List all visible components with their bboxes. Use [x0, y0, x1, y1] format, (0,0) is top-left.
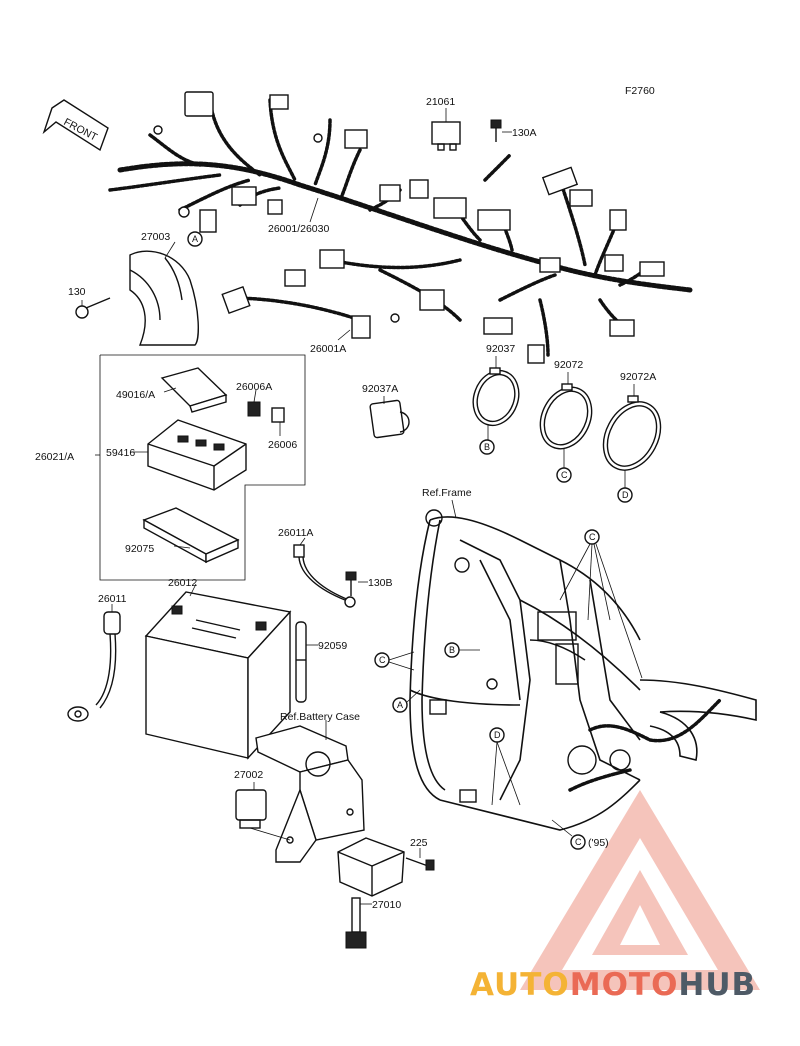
label-130B: 130B: [368, 577, 393, 589]
svg-text:C: C: [379, 655, 386, 665]
svg-text:D: D: [622, 490, 629, 500]
svg-text:C: C: [561, 470, 568, 480]
label-92072A: 92072A: [620, 371, 656, 383]
fuse-box-59416: [130, 419, 247, 491]
callout-a-horn: A: [187, 231, 203, 247]
battery-kit-box: [95, 354, 306, 581]
svg-text:B: B: [449, 645, 455, 655]
label-225: 225: [410, 837, 428, 849]
label-49016A: 49016/A: [116, 389, 155, 401]
main-wiring-harness: [108, 91, 693, 364]
band-92037: B: [472, 356, 520, 455]
label-26006A: 26006A: [236, 381, 272, 393]
label-c-95: ('95): [588, 837, 609, 849]
label-92075: 92075: [125, 543, 154, 555]
label-26001-26030: 26001/26030: [268, 223, 329, 235]
label-27003: 27003: [141, 231, 170, 243]
label-21061: 21061: [426, 96, 455, 108]
connector-27010: [345, 897, 372, 949]
label-26021A: 26021/A: [35, 451, 74, 463]
bolt-130A: [490, 119, 512, 142]
label-26012: 26012: [168, 577, 197, 589]
frame-callout-a: A: [392, 689, 421, 713]
svg-text:B: B: [484, 442, 490, 452]
battery-case: [255, 720, 365, 863]
frame-callout-c-95: C: [551, 819, 586, 850]
label-26011: 26011: [98, 593, 127, 605]
label-ref-battery-case: Ref.Battery Case: [280, 711, 360, 723]
clamp-92037A: [369, 396, 410, 439]
label-92072: 92072: [554, 359, 583, 371]
label-130: 130: [68, 286, 86, 298]
label-59416: 59416: [106, 447, 135, 459]
bolt-130B: [345, 571, 368, 596]
horn-27003: [129, 241, 199, 346]
label-130A: 130A: [512, 127, 537, 139]
label-27010: 27010: [372, 899, 401, 911]
motorcycle-frame: [409, 509, 757, 831]
frame-callout-b: B: [444, 642, 480, 658]
fuse-26006A: [247, 389, 261, 417]
frame-callout-d: D: [489, 727, 521, 806]
tube-92059: [295, 621, 318, 703]
label-26006: 26006: [268, 439, 297, 451]
band-92072: C: [539, 372, 593, 483]
label-92037: 92037: [486, 343, 515, 355]
label-ref-frame: Ref.Frame: [422, 487, 472, 499]
svg-text:A: A: [397, 700, 403, 710]
label-92037A: 92037A: [362, 383, 398, 395]
label-92059: 92059: [318, 640, 347, 652]
relay-21061: [431, 108, 461, 151]
watermark-triangle: [520, 790, 760, 990]
battery-26012: [144, 583, 292, 760]
frame-callout-c-left: C: [374, 651, 415, 671]
front-arrow: FRONT: [42, 99, 109, 152]
band-92072A: D: [602, 384, 662, 503]
fuse-26006: [271, 407, 285, 436]
cable-26011: [67, 604, 121, 722]
svg-text:C: C: [575, 837, 582, 847]
watermark-logo: AUTOMOTOHUB: [470, 967, 756, 1003]
svg-text:C: C: [589, 532, 596, 542]
regulator-unit: [337, 837, 405, 897]
bolt-130: [75, 297, 111, 319]
relay-27002: [235, 782, 291, 841]
diagram-code: F2760: [625, 85, 655, 97]
frame-callout-c-top: C: [559, 529, 643, 679]
label-26011A: 26011A: [278, 527, 313, 539]
cover-49016A: [160, 367, 228, 413]
label-27002: 27002: [234, 769, 263, 781]
cable-26011A: [293, 537, 356, 608]
label-26001A: 26001A: [310, 343, 346, 355]
bolt-225: [405, 848, 435, 871]
svg-text:A: A: [192, 234, 198, 244]
watermark-auto: AUTOMOTOHUB: [470, 967, 756, 1003]
pad-92075: [142, 507, 240, 564]
svg-text:D: D: [494, 730, 501, 740]
